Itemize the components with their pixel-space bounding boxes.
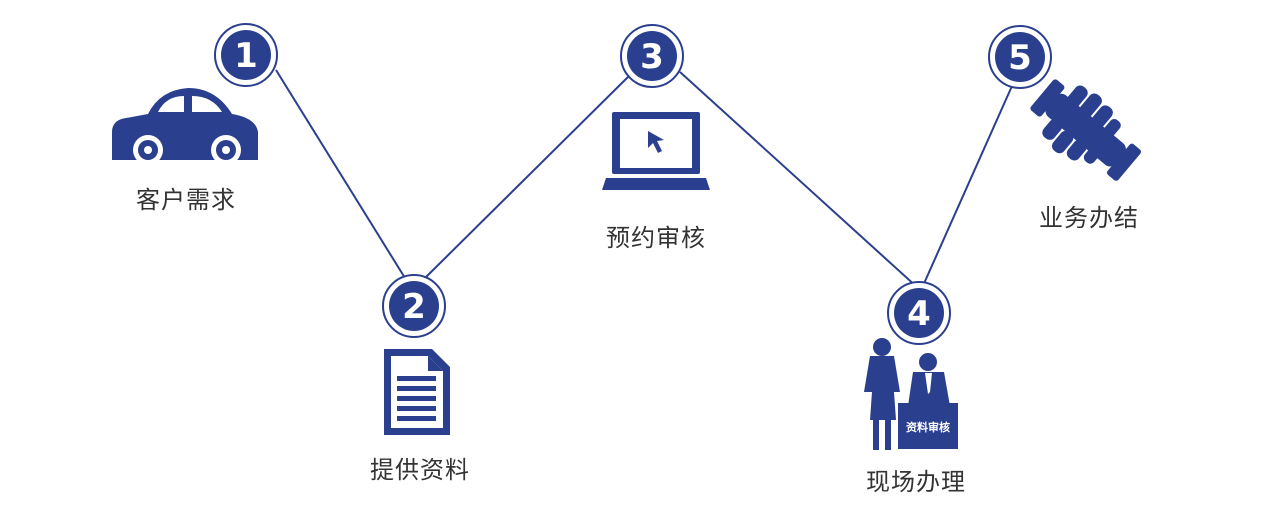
people-desk-icon: 资料审核 xyxy=(864,338,958,450)
connector-1-2 xyxy=(275,69,406,279)
step-marker-3: 3 xyxy=(620,24,684,88)
connector-3-4 xyxy=(679,71,919,289)
step-label-3: 预约审核 xyxy=(606,224,706,252)
step-marker-1: 1 xyxy=(214,23,278,87)
step-label-4: 现场办理 xyxy=(866,468,966,496)
step-label-1: 客户需求 xyxy=(136,186,236,214)
step-label-2: 提供资料 xyxy=(370,456,470,484)
step-number-3: 3 xyxy=(640,37,664,77)
handshake-icon xyxy=(1030,79,1141,181)
desk-sign: 资料审核 xyxy=(906,420,950,434)
step-marker-4: 4 xyxy=(887,281,951,345)
step-marker-5: 5 xyxy=(988,25,1052,89)
car-icon xyxy=(112,88,258,165)
document-icon xyxy=(384,349,450,435)
step-label-5: 业务办结 xyxy=(1039,204,1139,232)
step-number-5: 5 xyxy=(1008,38,1032,78)
step-number-2: 2 xyxy=(402,287,426,327)
step-marker-2: 2 xyxy=(382,274,446,338)
connector-lines xyxy=(275,69,1013,289)
connector-2-3 xyxy=(424,74,631,279)
laptop-icon xyxy=(602,112,710,190)
step-number-4: 4 xyxy=(907,294,931,334)
step-number-1: 1 xyxy=(234,36,258,76)
connector-4-5 xyxy=(921,85,1013,289)
